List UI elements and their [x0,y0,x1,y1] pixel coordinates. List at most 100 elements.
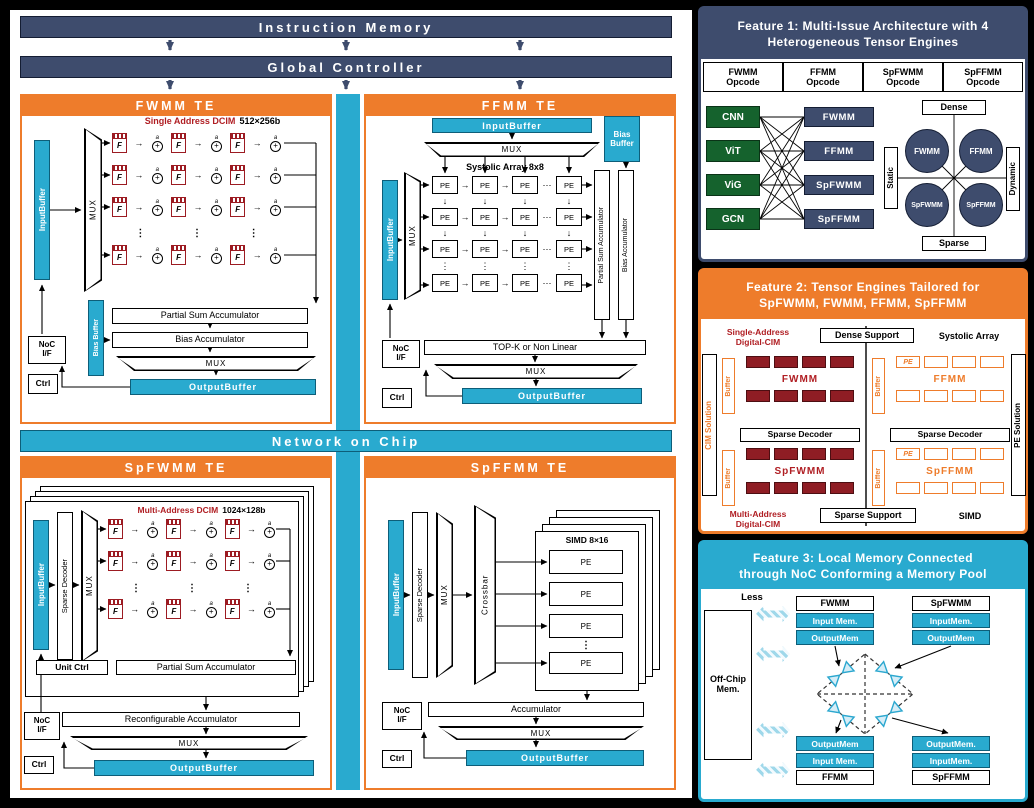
f-register: F [230,133,246,153]
arrow-right-icon: → [193,201,203,212]
fwmm-cim-macro: FWMM [740,356,860,402]
pe-solution-box: PE Solution [1011,354,1026,496]
quad-circle-fwmm: FWMM [905,129,949,173]
arrow-down-icon: ↓ [522,228,528,238]
spffmm-te-title: SpFFMM TE [366,458,674,478]
f-register: F [108,519,123,539]
mem-group-spfwmm-name: SpFWMM [912,596,990,611]
spfwmm-te-title: SpFWMM TE [22,458,330,478]
ffmm-mux-top: MUX [424,142,600,157]
engine-box-fwmm: FWMM [804,107,874,127]
spfwmm-dcim-name: Multi-Address DCIM [137,505,219,515]
arrow-right-icon: → [252,249,262,260]
vdots-icon: ⋮ [564,260,574,271]
adder-node: a+ [151,199,164,216]
arrow-right-icon: → [252,169,262,180]
cim-bank [774,482,798,494]
engine-box-ffmm: FFMM [804,141,874,161]
model-box-cnn: CNN [706,106,760,128]
pe-bank [952,390,976,402]
single-address-cim-label: Single-Address Digital-CIM [726,327,790,347]
fwmm-ctrl: Ctrl [28,374,58,394]
pe-cell: PE [472,176,498,194]
engine-box-spffmm: SpFFMM [804,209,874,229]
spffmm-noc-if: NoC I/F [382,702,422,730]
pe-cell: PE [549,550,623,574]
spfwmm-unit-ctrl: Unit Ctrl [36,660,108,675]
arrow-right-icon: → [500,212,510,222]
opcode-cell: FFMM Opcode [783,62,863,92]
pe-cell: PE [432,176,458,194]
cim-bank [746,390,770,402]
ffmm-partial-sum-accumulator: Partial Sum Accumulator [594,170,610,320]
cim-bank [746,482,770,494]
cim-bank [774,356,798,368]
ffmm-mux-bottom: MUX [434,364,638,379]
quad-dynamic: Dynamic [1006,147,1020,211]
adder-node: a+ [146,601,159,618]
pe-bank [980,390,1004,402]
arrow-right-icon: → [193,249,203,260]
pe-bank [980,482,1004,494]
feature2-title: Feature 2: Tensor Engines Tailored for S… [701,271,1025,319]
cim-bank [802,482,826,494]
spfwmm-cim-macro: SpFWMM [740,448,860,494]
model-box-gcn: GCN [706,208,760,230]
buffer-box: Buffer [872,358,885,414]
pe-bank [924,482,948,494]
quad-circle-spffmm: SpFFMM [959,183,1003,227]
mem-group-fwmm-name: FWMM [796,596,874,611]
pe-bank [952,482,976,494]
ffmm-mux-left: MUX [404,172,421,300]
dcim-vdots: ⋮⋮⋮ [131,582,253,594]
adder-node: a+ [146,553,159,570]
f-register: F [108,599,123,619]
fwmm-macro-label: FWMM [781,373,819,385]
simd-label: SIMD [958,510,982,521]
spfwmm-sparse-decoder: Sparse Decoder [57,512,73,660]
pe-cell: PE [556,208,582,226]
f-register: F [224,519,240,539]
pe-cell: PE [512,176,538,194]
arrow-right-icon: → [134,201,144,212]
spffmm-crossbar: Crossbar [474,505,496,685]
arrow-down-icon: ↓ [482,228,488,238]
arrow-right-icon: → [130,555,140,566]
pe-cell: PE [472,274,498,292]
arrow-right-icon: → [460,212,470,222]
f-register: F [166,519,182,539]
sparse-decoder-box: Sparse Decoder [890,428,1010,442]
f-register: F [224,599,240,619]
cim-bank [830,390,854,402]
f-register: F [112,165,127,185]
cim-bank [802,448,826,460]
pe-bank [924,448,948,460]
fwmm-mux-horizontal: MUX [116,356,316,371]
pe-cell: PE [472,208,498,226]
adder-node: a+ [205,553,218,570]
f-register: F [112,133,127,153]
spfwmm-mux-horizontal: MUX [70,736,308,750]
arrow-right-icon: → [500,244,510,254]
systolic-array-label: Systolic Array [938,330,1000,341]
ffmm-output-buffer: OutputBuffer [462,388,642,404]
f-register: F [112,245,127,265]
fwmm-input-buffer: InputBuffer [34,140,50,280]
spffmm-sparse-decoder: Sparse Decoder [412,512,428,678]
hdots-icon: ⋯ [542,243,552,254]
arrow-right-icon: → [134,137,144,148]
f-register: F [112,197,127,217]
vdots-icon: ⋮ [440,260,450,271]
arrow-down-icon: ↓ [566,228,572,238]
mem-group-ffmm-output: OutputMem [796,736,874,751]
adder-node: a+ [269,199,282,216]
arrow-right-icon: → [193,169,203,180]
arrow-down-icon: ↓ [442,228,448,238]
cim-bank [830,356,854,368]
spfwmm-mux-vertical: MUX [81,510,98,662]
model-box-vig: ViG [706,174,760,196]
fwmm-mux-vertical: MUX [84,128,102,292]
quad-circle-ffmm: FFMM [959,129,1003,173]
adder-node: a+ [269,247,282,264]
f-register: F [171,165,187,185]
